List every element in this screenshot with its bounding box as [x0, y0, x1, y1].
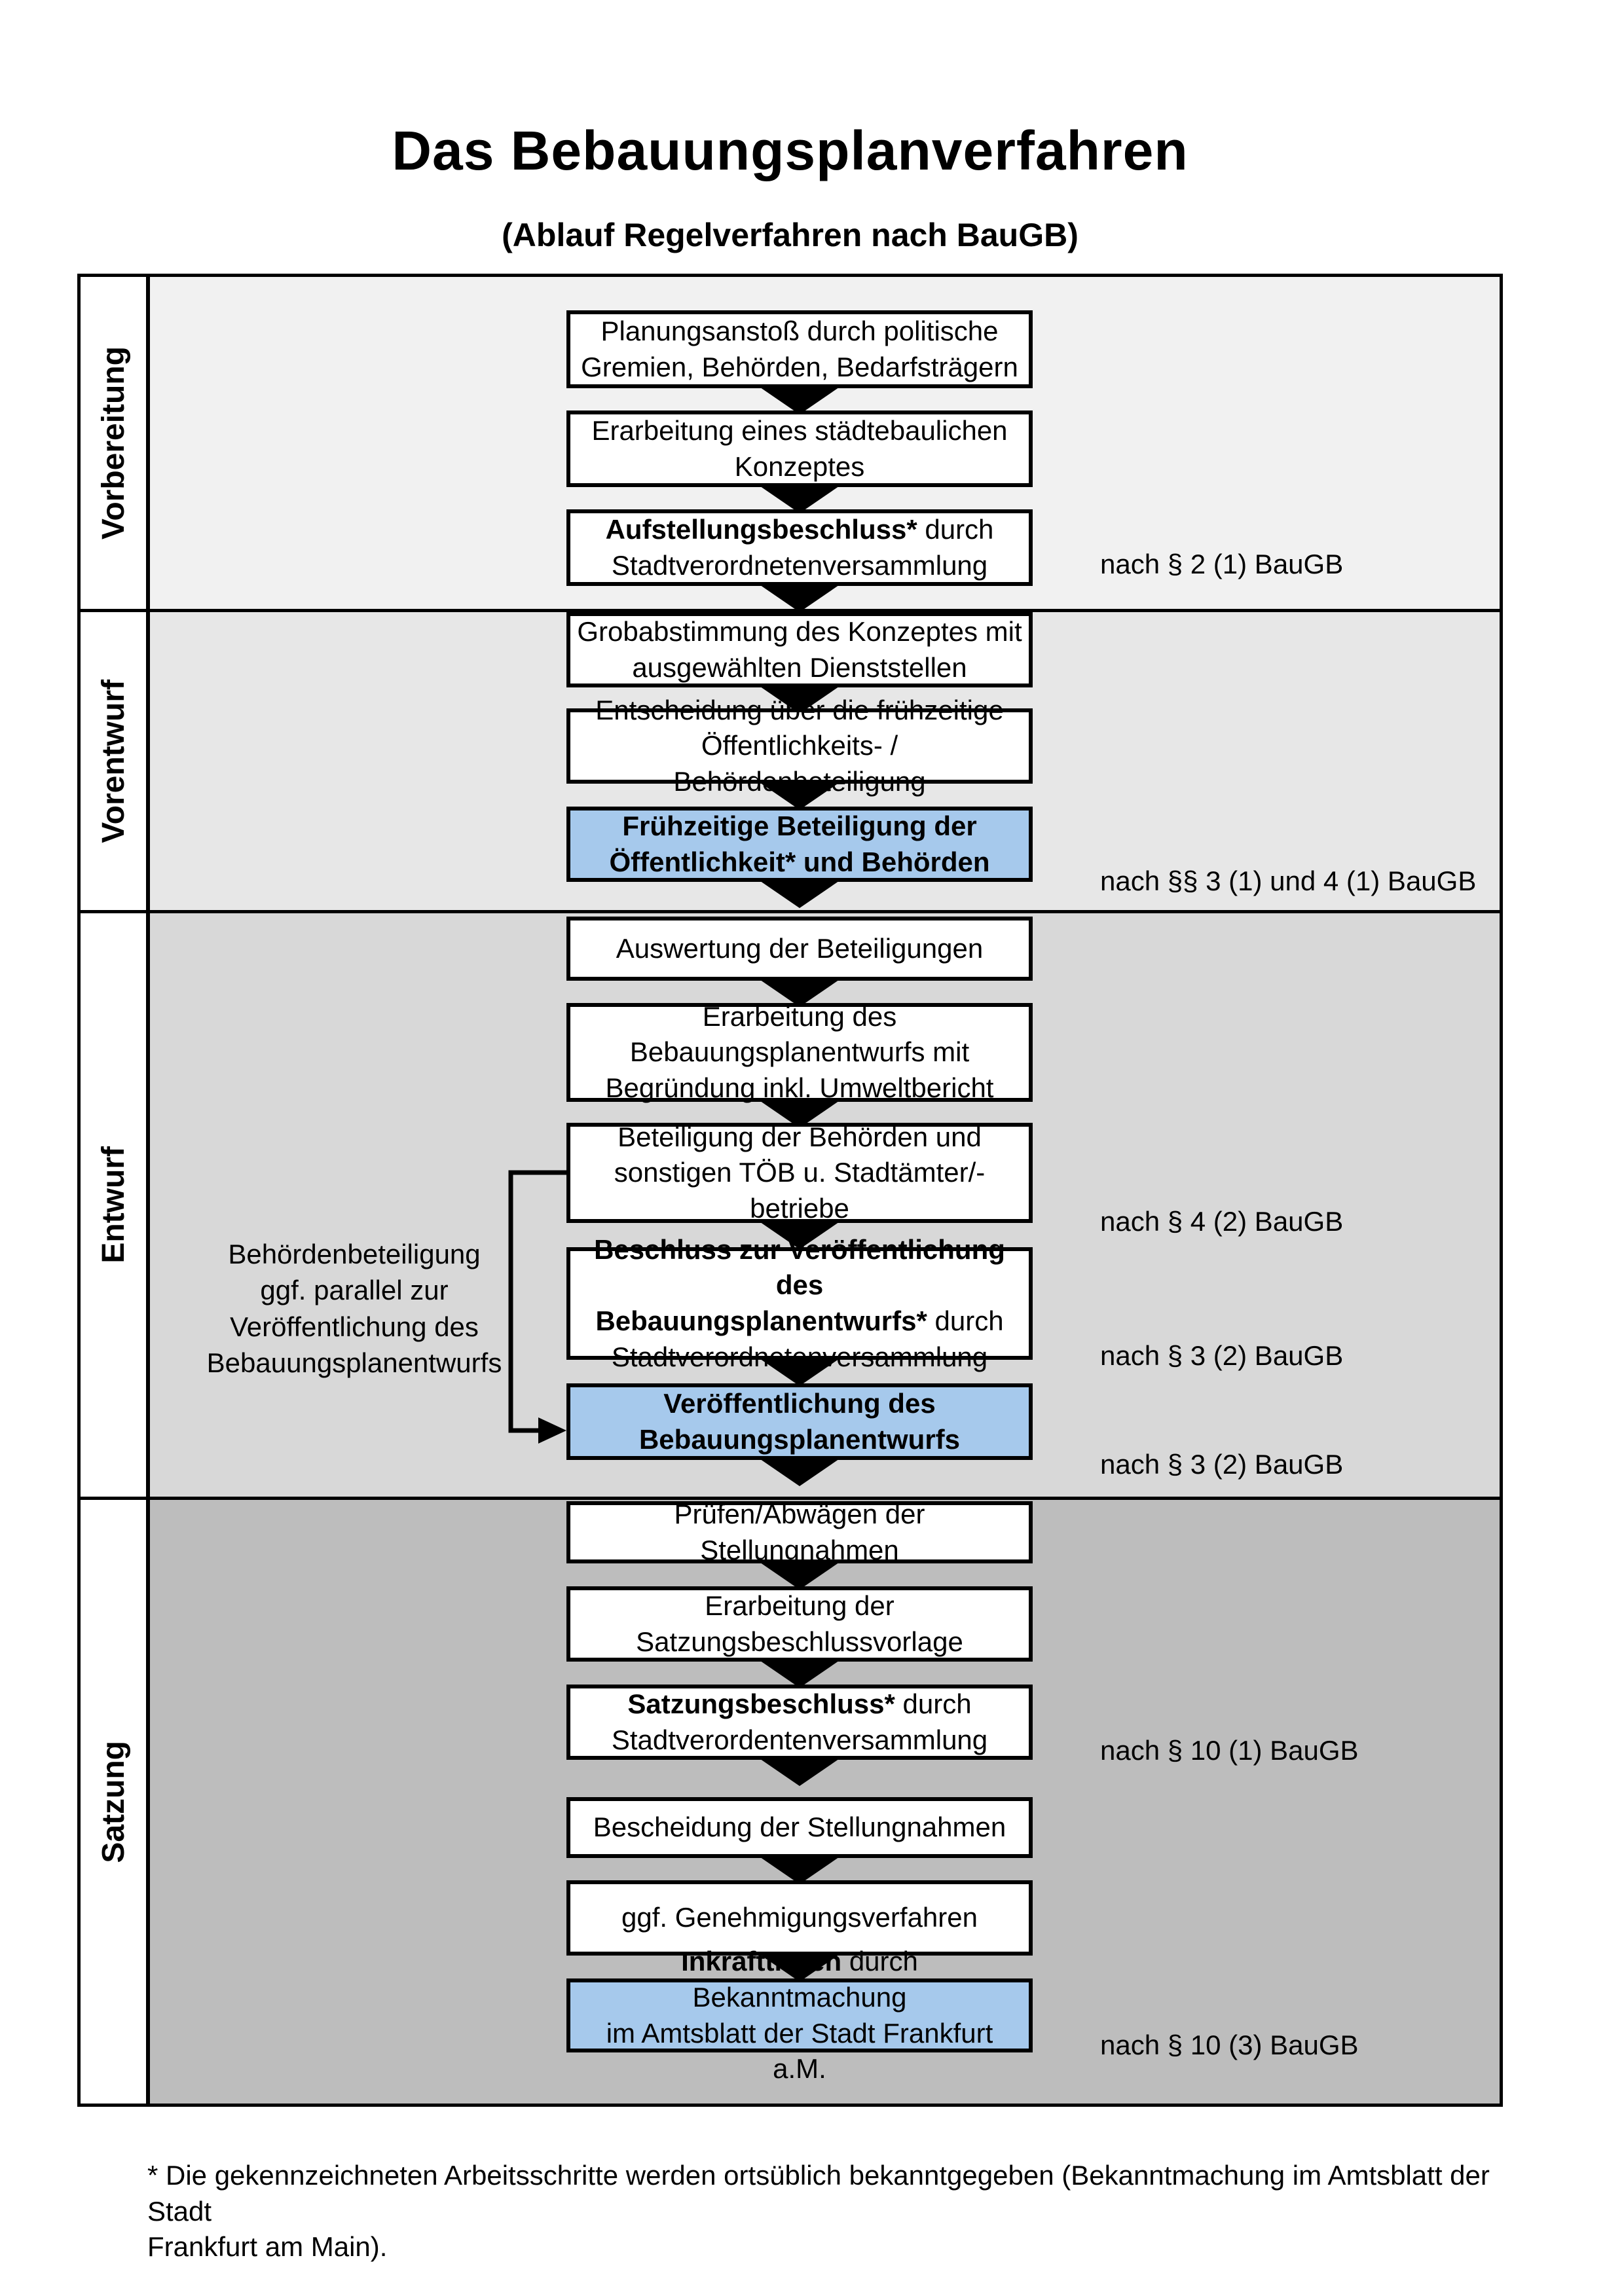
phase-label-vorbereitung: Vorbereitung	[96, 346, 131, 540]
arrow-down-icon	[754, 1218, 845, 1249]
step-text: Auswertung der Beteiligungen	[616, 932, 984, 964]
step-genehmigungsverfahren: ggf. Genehmigungsverfahren	[566, 1880, 1033, 1956]
step-fruehzeitige-beteiligung: Frühzeitige Beteiligung der Öffentlichke…	[566, 807, 1033, 882]
arrow-down-icon	[754, 1355, 845, 1386]
arrow-down-icon	[754, 383, 845, 414]
page-subtitle: (Ablauf Regelverfahren nach BauGB)	[502, 217, 1079, 253]
legal-ref-par3-2-a: nach § 3 (2) BauGB	[1100, 1340, 1344, 1371]
legal-ref-par3-4-1: nach §§ 3 (1) und 4 (1) BauGB	[1100, 866, 1477, 896]
phase-label-satzung: Satzung	[96, 1740, 131, 1863]
legal-ref-par3-2-b: nach § 3 (2) BauGB	[1100, 1449, 1344, 1480]
step-beteiligung-behoerden: Beteiligung der Behörden und sonstigen T…	[566, 1121, 1033, 1224]
step-text: Veröffentlichung des Bebauungsplanentwur…	[638, 1387, 961, 1455]
arrow-down-icon	[754, 581, 845, 612]
step-auswertung: Auswertung der Beteiligungen	[566, 917, 1033, 981]
step-text: Beteiligung der Behörden und sonstigen T…	[614, 1121, 986, 1224]
phase-label-cell: Vorbereitung	[81, 277, 150, 609]
step-veroeffentlichung: Veröffentlichung des Bebauungsplanentwur…	[566, 1383, 1033, 1460]
step-staedtebauliches-konzept: Erarbeitung eines städtebaulichen Konzep…	[566, 410, 1033, 487]
step-planungsanstoss: Planungsanstoß durch politische Gremien,…	[566, 310, 1033, 388]
step-text: Erarbeitung der Satzungsbeschlussvorlage	[636, 1590, 963, 1657]
legal-ref-par4-2: nach § 4 (2) BauGB	[1100, 1206, 1344, 1237]
legal-ref-par10-1: nach § 10 (1) BauGB	[1100, 1735, 1359, 1766]
step-text: Satzungsbeschluss* durch Stadtverordente…	[611, 1688, 988, 1755]
elbow-connector-arrow-icon	[508, 1170, 566, 1444]
side-note-behoerdenbeteiligung: Behördenbeteiligung ggf. parallel zur Ve…	[206, 1239, 502, 1379]
step-text: Beschluss zur Veröffentlichung des Bebau…	[594, 1233, 1005, 1372]
step-inkrafttreten: Inkrafttreten durch Bekanntmachung im Am…	[566, 1946, 1033, 2084]
step-entscheidung-beteiligung: Entscheidung über die frühzeitige Öffent…	[566, 695, 1033, 797]
arrow-down-icon	[754, 482, 845, 513]
arrow-down-icon	[754, 1853, 845, 1884]
arrow-down-icon	[754, 1656, 845, 1688]
phase-label-entwurf: Entwurf	[96, 1146, 131, 1264]
step-text: Planungsanstoß durch politische Gremien,…	[581, 315, 1018, 382]
step-text: Aufstellungsbeschluss* durch Stadtverord…	[605, 513, 994, 581]
phase-label-vorentwurf: Vorentwurf	[96, 679, 131, 843]
step-text: Entscheidung über die frühzeitige Öffent…	[595, 694, 1004, 797]
step-text: Inkrafttreten durch Bekanntmachung im Am…	[606, 1946, 993, 2085]
step-text: Bescheidung der Stellungnahmen	[593, 1812, 1006, 1843]
arrow-down-icon	[754, 778, 845, 810]
step-pruefen-abwaegen: Prüfen/Abwägen der Stellungnahmen	[566, 1499, 1033, 1565]
page-title: Das Bebauungsplanverfahren	[392, 120, 1189, 181]
phase-label-cell: Vorentwurf	[81, 612, 150, 910]
step-erarbeitung-entwurf: Erarbeitung des Bebauungsplanentwurfs mi…	[566, 1001, 1033, 1103]
step-aufstellungsbeschluss: Aufstellungsbeschluss* durch Stadtverord…	[566, 509, 1033, 586]
arrow-down-icon	[754, 1755, 845, 1786]
arrow-down-icon	[754, 877, 845, 908]
step-text: Prüfen/Abwägen der Stellungnahmen	[674, 1498, 925, 1565]
phase-label-cell: Entwurf	[81, 913, 150, 1497]
phase-label-cell: Satzung	[81, 1500, 150, 2104]
step-text: ggf. Genehmigungsverfahren	[621, 1902, 978, 1933]
step-satzungsbeschluss: Satzungsbeschluss* durch Stadtverordente…	[566, 1685, 1033, 1760]
arrow-down-icon	[754, 975, 845, 1007]
step-text: Grobabstimmung des Konzeptes mit ausgewä…	[577, 615, 1022, 683]
step-satzungsbeschlussvorlage: Erarbeitung der Satzungsbeschlussvorlage	[566, 1586, 1033, 1662]
legal-ref-par10-3: nach § 10 (3) BauGB	[1100, 2030, 1359, 2060]
footnote: * Die gekennzeichneten Arbeitsschritte w…	[147, 2160, 1490, 2263]
step-text: Erarbeitung des Bebauungsplanentwurfs mi…	[605, 1000, 994, 1103]
step-beschluss-veroeffentlichung: Beschluss zur Veröffentlichung des Bebau…	[566, 1234, 1033, 1372]
legal-ref-par2-1: nach § 2 (1) BauGB	[1100, 549, 1344, 579]
arrow-down-icon	[754, 1558, 845, 1590]
step-text: Frühzeitige Beteiligung der Öffentlichke…	[609, 810, 990, 877]
arrow-down-icon	[754, 1455, 845, 1486]
step-bescheidung: Bescheidung der Stellungnahmen	[566, 1797, 1033, 1858]
step-text: Erarbeitung eines städtebaulichen Konzep…	[591, 414, 1008, 482]
arrow-down-icon	[754, 1950, 845, 1982]
step-grobabstimmung: Grobabstimmung des Konzeptes mit ausgewä…	[566, 612, 1033, 687]
